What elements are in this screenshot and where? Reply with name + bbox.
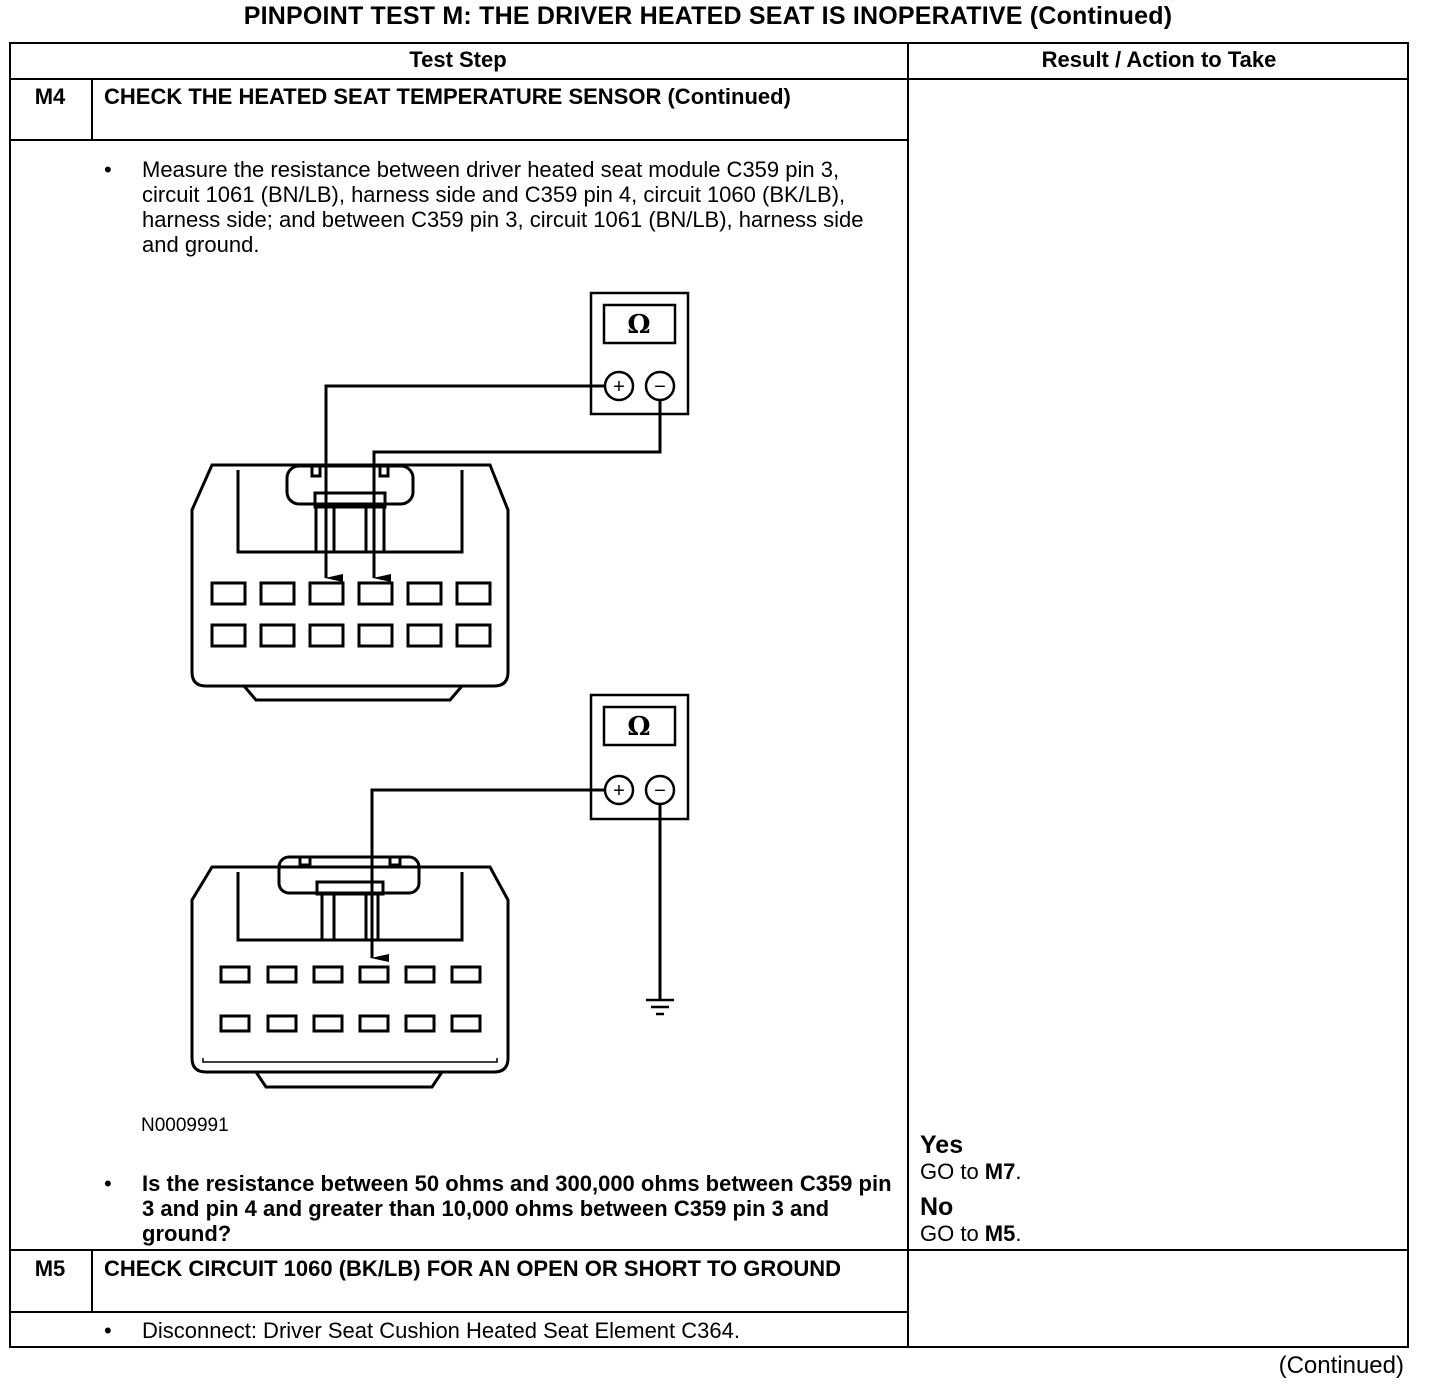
test-table: [9, 42, 1409, 1348]
bullet-text: Measure the resistance between driver he…: [142, 157, 864, 257]
result-yes-label: Yes: [920, 1131, 964, 1159]
header-test-step: Test Step: [409, 47, 507, 72]
step-id-divider: [91, 1249, 93, 1312]
connector-c359-lower: [190, 855, 510, 1089]
action-prefix: GO to: [920, 1221, 985, 1246]
ground-icon: [646, 998, 674, 1016]
result-yes-action: GO to M7.: [920, 1159, 1021, 1185]
connector-c359-upper: [190, 463, 510, 702]
step-title: CHECK THE HEATED SEAT TEMPERATURE SENSOR…: [104, 84, 791, 109]
probe-leads-1: [324, 384, 662, 582]
column-divider: [907, 42, 909, 1348]
step-boundary-rule: [9, 1249, 1409, 1251]
action-prefix: GO to: [920, 1159, 985, 1184]
action-target[interactable]: M7: [984, 1159, 1016, 1184]
bullet-text: Disconnect: Driver Seat Cushion Heated S…: [142, 1318, 740, 1343]
step-id-divider: [91, 78, 93, 140]
figure-id: N0009991: [141, 1115, 229, 1136]
bullet-dot: •: [104, 1171, 112, 1196]
ohmmeter-2: [589, 693, 690, 821]
step-title: CHECK CIRCUIT 1060 (BK/LB) FOR AN OPEN O…: [104, 1256, 842, 1281]
bullet-text: Is the resistance between 50 ohms and 30…: [142, 1171, 892, 1246]
ohm-icon: Ω: [627, 310, 650, 340]
minus-terminal: −: [654, 376, 666, 398]
page-title: PINPOINT TEST M: THE DRIVER HEATED SEAT …: [243, 2, 1173, 30]
minus-terminal: −: [654, 780, 666, 802]
step-title-rule: [9, 139, 909, 141]
bullet-dot: •: [104, 157, 112, 182]
continued-label: (Continued): [1278, 1352, 1404, 1379]
header-result-action: Result / Action to Take: [1041, 47, 1277, 72]
step-id: M4: [34, 84, 66, 109]
header-rule: [9, 78, 1409, 80]
action-suffix: .: [1015, 1221, 1022, 1246]
action-target[interactable]: M5: [984, 1221, 1016, 1246]
result-no-action: GO to M5.: [920, 1221, 1021, 1247]
step-id: M5: [34, 1256, 66, 1281]
ohm-icon: Ω: [627, 712, 650, 742]
step-title-rule: [9, 1311, 909, 1313]
action-suffix: .: [1015, 1159, 1022, 1184]
result-no-label: No: [920, 1193, 954, 1221]
plus-terminal: +: [613, 376, 625, 398]
plus-terminal: +: [613, 780, 625, 802]
bullet-dot: •: [104, 1318, 112, 1343]
probe-leads-2: [370, 788, 662, 1000]
